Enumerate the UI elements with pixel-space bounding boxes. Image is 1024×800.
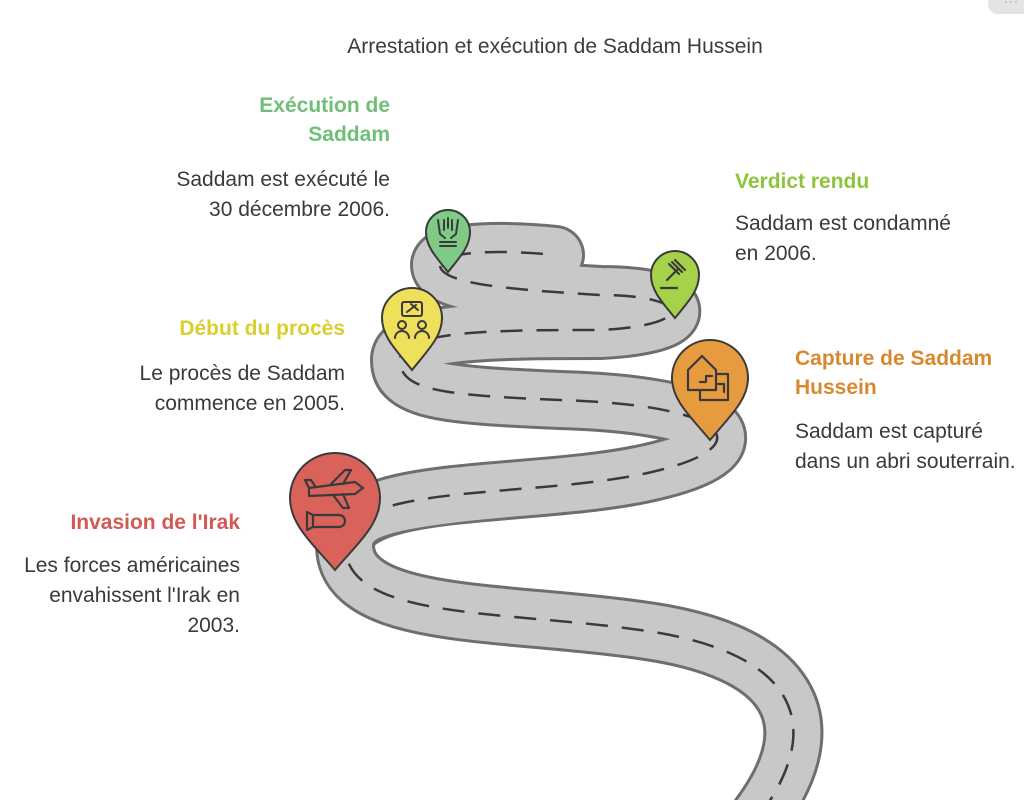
invasion-description: Les forces américaines envahissent l'Ira… bbox=[24, 554, 240, 637]
capture-heading: Capture de Saddam Hussein bbox=[795, 347, 993, 399]
pin-verdict-marker bbox=[649, 250, 701, 320]
house-shelter-icon bbox=[686, 354, 730, 402]
verdict-heading: Verdict rendu bbox=[735, 170, 870, 193]
gavel-icon bbox=[659, 258, 687, 290]
execution-heading: Exécution de Saddam bbox=[259, 94, 390, 146]
pin-verdict bbox=[649, 250, 701, 320]
capture-description: Saddam est capturé dans un abri souterra… bbox=[795, 420, 1016, 473]
more-dots-icon: ··· bbox=[1004, 0, 1019, 8]
more-options-button[interactable]: ··· bbox=[988, 0, 1024, 14]
verdict-description: Saddam est condamné en 2006. bbox=[735, 212, 951, 265]
pin-proces-marker bbox=[380, 287, 444, 372]
proces-heading: Début du procès bbox=[179, 317, 345, 340]
airplane-bomb-icon bbox=[303, 468, 365, 532]
courtroom-people-icon bbox=[394, 301, 430, 339]
pin-invasion bbox=[288, 452, 382, 572]
winding-road bbox=[315, 222, 824, 800]
invasion-heading: Invasion de l'Irak bbox=[70, 511, 240, 534]
pin-proces bbox=[380, 287, 444, 372]
pin-capture bbox=[670, 339, 750, 442]
hands-icon bbox=[437, 217, 459, 247]
pin-execution bbox=[424, 209, 472, 274]
execution-description: Saddam est exécuté le 30 décembre 2006. bbox=[176, 168, 390, 221]
diagram-title: Arrestation et exécution de Saddam Husse… bbox=[347, 35, 763, 58]
proces-description: Le procès de Saddam commence en 2005. bbox=[139, 362, 345, 415]
